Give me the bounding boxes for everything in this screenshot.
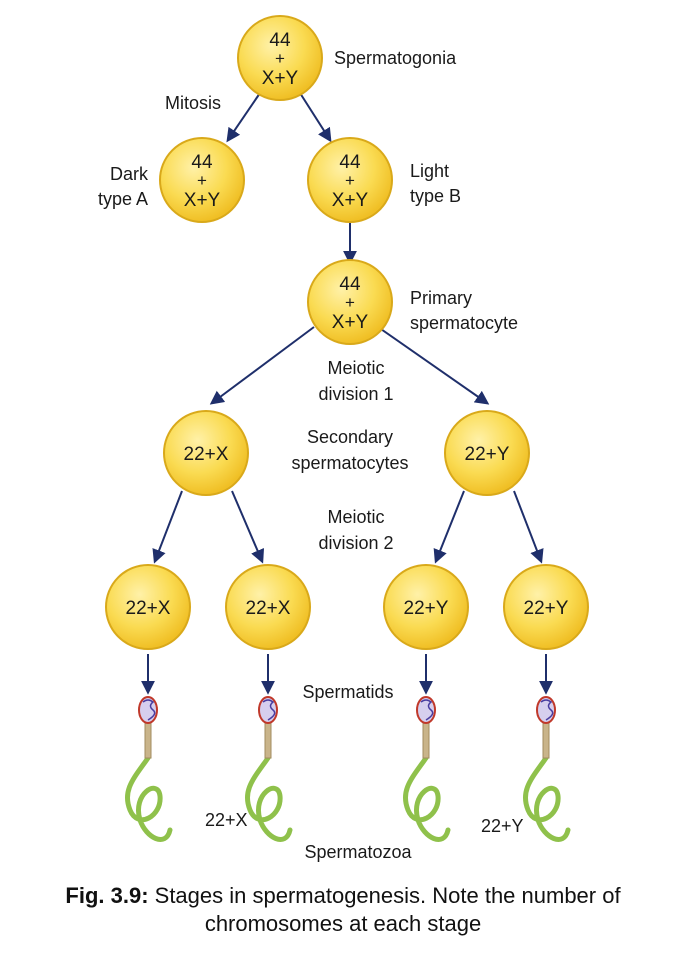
- cell-dark-type-a: 44 + X+Y: [159, 137, 245, 223]
- caption-line1: Fig. 3.9: Stages in spermatogenesis. Not…: [0, 882, 686, 910]
- cell-karyotype: 22+X: [126, 598, 171, 619]
- label-spermatids: Spermatids: [302, 682, 393, 702]
- label-meiotic1-line1: Meiotic: [327, 358, 384, 378]
- cell-karyotype: 22+Y: [465, 444, 510, 465]
- label-spermatogonia: Spermatogonia: [334, 48, 457, 68]
- label-primary-line1: Primary: [410, 288, 472, 308]
- cell-sex-chromosomes: X+Y: [332, 190, 369, 211]
- arrow-meiosis1-left: [209, 326, 315, 405]
- caption-line2: chromosomes at each stage: [204, 911, 482, 936]
- label-secondary-line2: spermatocytes: [291, 453, 408, 473]
- label-dark-line1: Dark: [110, 164, 149, 184]
- label-mitosis: Mitosis: [165, 93, 221, 113]
- cell-spermatid-2: 22+X: [225, 564, 311, 650]
- cell-plus: +: [275, 49, 285, 68]
- arrow-mitosis-right: [299, 92, 332, 143]
- cell-spermatid-4: 22+Y: [503, 564, 589, 650]
- cell-sex-chromosomes: X+Y: [184, 190, 221, 211]
- label-light-line2: type B: [410, 186, 461, 206]
- label-primary-line2: spermatocyte: [410, 313, 518, 333]
- label-dark-line2: type A: [98, 189, 148, 209]
- cell-count-top: 44: [191, 152, 213, 173]
- spermatozoon-4: [525, 697, 568, 839]
- cell-karyotype: 22+Y: [524, 598, 569, 619]
- arrow-meiosis2-y-right: [513, 490, 544, 564]
- cell-karyotype: 22+X: [184, 444, 229, 465]
- cell-secondary-spermatocyte-y: 22+Y: [444, 410, 530, 496]
- cell-spermatid-3: 22+Y: [383, 564, 469, 650]
- cell-sex-chromosomes: X+Y: [262, 68, 299, 89]
- arrow-meiosis1-right: [377, 326, 490, 405]
- cell-spermatid-1: 22+X: [105, 564, 191, 650]
- arrow-meiosis2-x-right: [231, 490, 265, 564]
- cell-count-top: 44: [269, 30, 291, 51]
- cell-plus: +: [197, 171, 207, 190]
- label-sperm-x: 22+X: [205, 810, 248, 830]
- cell-plus: +: [345, 293, 355, 312]
- caption-prefix: Fig. 3.9:: [65, 883, 149, 908]
- cell-secondary-spermatocyte-x: 22+X: [163, 410, 249, 496]
- spermatozoon-3: [405, 697, 448, 839]
- cell-spermatogonia: 44 + X+Y: [237, 15, 323, 101]
- spermatozoon-2: [247, 697, 290, 839]
- cell-sex-chromosomes: X+Y: [332, 312, 369, 333]
- cell-primary-spermatocyte: 44 + X+Y: [307, 259, 393, 345]
- cell-count-top: 44: [339, 274, 361, 295]
- label-light-line1: Light: [410, 161, 449, 181]
- label-meiotic1-line2: division 1: [318, 384, 393, 404]
- cell-karyotype: 22+Y: [404, 598, 449, 619]
- arrow-mitosis-left: [226, 92, 261, 143]
- label-meiotic2-line1: Meiotic: [327, 507, 384, 527]
- cell-count-top: 44: [339, 152, 361, 173]
- label-spermatozoa: Spermatozoa: [304, 842, 412, 862]
- figure-caption: Fig. 3.9: Stages in spermatogenesis. Not…: [0, 882, 686, 938]
- caption-text-1: Stages in spermatogenesis. Note the numb…: [148, 883, 621, 908]
- label-sperm-y: 22+Y: [481, 816, 524, 836]
- arrow-meiosis2-y-left: [433, 490, 465, 564]
- arrow-meiosis2-x-left: [152, 490, 183, 564]
- stage-labels: Spermatogonia Mitosis Dark type A Light …: [98, 48, 524, 862]
- spermatozoon-1: [127, 697, 170, 839]
- cell-light-type-b: 44 + X+Y: [307, 137, 393, 223]
- cell-plus: +: [345, 171, 355, 190]
- label-meiotic2-line2: division 2: [318, 533, 393, 553]
- cell-karyotype: 22+X: [246, 598, 291, 619]
- label-secondary-line1: Secondary: [307, 427, 393, 447]
- arrows: [141, 92, 553, 695]
